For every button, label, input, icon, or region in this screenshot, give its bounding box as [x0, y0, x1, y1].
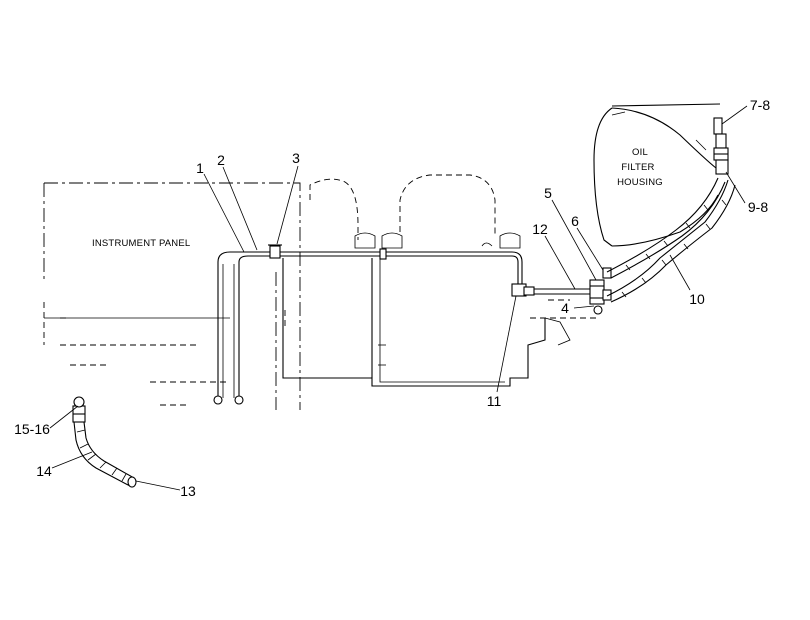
callout-14: 14	[36, 463, 52, 479]
callout-4: 4	[561, 300, 569, 316]
oil-filter-caption-line3: HOUSING	[617, 177, 663, 188]
leader-lines	[49, 105, 748, 491]
callout-12: 12	[532, 221, 548, 237]
background-outlines	[43, 103, 721, 410]
callout-5: 5	[544, 185, 552, 201]
callout-9-8: 9-8	[748, 199, 768, 215]
captions: INSTRUMENT PANEL OIL FILTER HOUSING	[92, 147, 663, 249]
callout-6: 6	[571, 213, 579, 229]
oil-filter-caption-line2: FILTER	[621, 162, 654, 173]
tube-assemblies	[72, 117, 736, 488]
callout-2: 2	[217, 152, 225, 168]
callout-1: 1	[196, 160, 204, 176]
instrument-panel-caption: INSTRUMENT PANEL	[92, 238, 190, 249]
callout-15-16: 15-16	[14, 421, 50, 437]
callout-7-8: 7-8	[750, 97, 770, 113]
callout-13: 13	[180, 483, 196, 499]
oil-filter-caption-line1: OIL	[632, 147, 648, 158]
callout-labels: 1 2 3 5 6 12 4 11 10 7-8 9-8 15-16 14 13	[14, 97, 770, 499]
callout-11: 11	[487, 393, 502, 409]
callout-10: 10	[689, 291, 705, 307]
callout-3: 3	[292, 150, 300, 166]
